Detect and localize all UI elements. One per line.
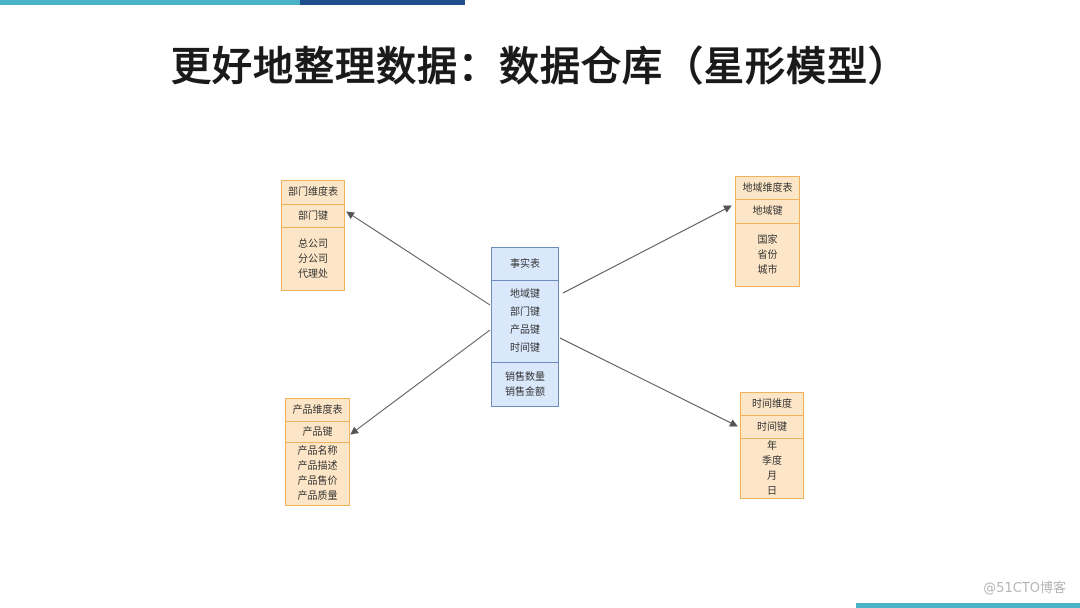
arrow-to-region-dim (562, 205, 732, 294)
dept-dim-attrs: 总公司 分公司 代理处 (282, 227, 344, 290)
slide-title-text: 更好地整理数据：数据仓库（星形模型） (171, 44, 909, 90)
product-dimension-table: 产品维度表 产品键 产品名称 产品描述 产品售价 产品质量 (285, 398, 350, 506)
time-dim-attr: 季度 (762, 455, 782, 467)
fact-table-measure: 销售数量 (505, 371, 545, 383)
product-dim-key: 产品键 (286, 421, 349, 442)
fact-table-keys: 地域键 部门键 产品键 时间键 (492, 280, 558, 362)
region-dim-header: 地域维度表 (736, 177, 799, 199)
watermark: @51CTO博客 (983, 581, 1066, 596)
top-accent-bar-navy (300, 0, 465, 5)
fact-table-key: 部门键 (510, 306, 540, 318)
dept-dim-header: 部门维度表 (282, 181, 344, 204)
time-dim-header-text: 时间维度 (752, 398, 792, 410)
product-dim-key-text: 产品键 (302, 426, 333, 438)
fact-table-key: 地域键 (510, 288, 540, 300)
dept-dim-key-text: 部门键 (298, 210, 328, 222)
region-dim-attr: 省份 (757, 249, 778, 261)
top-accent-bar (0, 0, 465, 5)
region-dim-attr: 国家 (757, 234, 778, 246)
time-dim-attr: 年 (767, 440, 777, 452)
top-accent-bar-teal (0, 0, 300, 5)
time-dim-attr: 日 (767, 485, 777, 497)
dept-dim-attr: 总公司 (298, 238, 328, 250)
time-dim-key-text: 时间键 (757, 421, 787, 433)
dept-dim-header-text: 部门维度表 (288, 187, 338, 198)
bottom-accent-bar (856, 603, 1080, 608)
product-dim-attr: 产品质量 (297, 491, 338, 502)
time-dim-key: 时间键 (741, 415, 803, 438)
fact-table: 事实表 地域键 部门键 产品键 时间键 销售数量 销售金额 (491, 247, 559, 407)
arrow-to-time-dim (559, 337, 738, 427)
region-dim-attr: 城市 (757, 264, 778, 276)
dept-dim-key: 部门键 (282, 204, 344, 227)
product-dim-attrs: 产品名称 产品描述 产品售价 产品质量 (286, 442, 349, 505)
slide-title: 更好地整理数据：数据仓库（星形模型） (0, 34, 1080, 92)
fact-table-key: 产品键 (510, 325, 540, 337)
dept-dim-attr: 分公司 (298, 253, 328, 265)
fact-table-header: 事实表 (492, 248, 558, 280)
time-dimension-table: 时间维度 时间键 年 季度 月 日 (740, 392, 804, 499)
time-dim-header: 时间维度 (741, 393, 803, 415)
region-dim-key: 地域键 (736, 199, 799, 223)
region-dim-header-text: 地域维度表 (742, 182, 793, 194)
time-dim-attr: 月 (767, 470, 777, 482)
fact-table-key: 时间键 (510, 343, 540, 355)
arrow-to-product-dim (350, 329, 491, 435)
product-dim-attr: 产品名称 (297, 446, 338, 457)
dept-dimension-table: 部门维度表 部门键 总公司 分公司 代理处 (281, 180, 345, 291)
product-dim-attr: 产品描述 (297, 461, 338, 472)
product-dim-header-text: 产品维度表 (292, 404, 343, 416)
region-dim-key-text: 地域键 (752, 206, 783, 217)
time-dim-attrs: 年 季度 月 日 (741, 438, 803, 498)
region-dim-attrs: 国家 省份 城市 (736, 223, 799, 286)
fact-table-header-text: 事实表 (510, 258, 540, 270)
arrow-to-dept-dim (346, 211, 491, 306)
dept-dim-attr: 代理处 (298, 268, 328, 280)
fact-table-measure: 销售金额 (505, 386, 545, 398)
fact-table-measures: 销售数量 销售金额 (492, 362, 558, 406)
region-dimension-table: 地域维度表 地域键 国家 省份 城市 (735, 176, 800, 287)
product-dim-header: 产品维度表 (286, 399, 349, 421)
product-dim-attr: 产品售价 (297, 476, 338, 487)
